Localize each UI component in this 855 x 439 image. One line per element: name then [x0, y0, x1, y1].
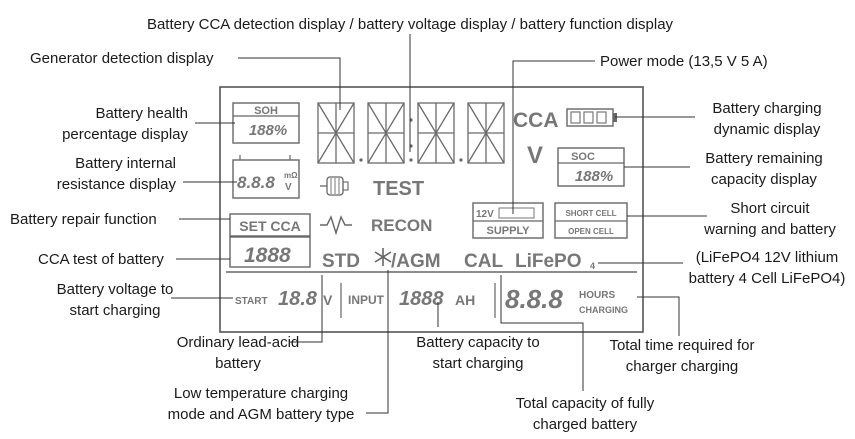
label-start-voltage-1: Battery voltage to [56, 281, 174, 298]
label-repair-function: Battery repair function [10, 211, 157, 228]
cca-digits [317, 102, 505, 164]
supply-12v: 12V [476, 209, 494, 220]
cca-unit: CCA [513, 109, 559, 132]
soc-label: SOC [571, 151, 595, 163]
soh-label: SOH [254, 105, 278, 117]
start-label: START [235, 296, 268, 307]
cca-value: 1888 [244, 244, 291, 267]
input-label: INPUT [348, 293, 385, 307]
label-start-voltage-2: start charging [69, 302, 161, 319]
label-cca-voltage-function: Battery CCA detection display / battery … [146, 16, 674, 33]
label-lead-acid-1: Ordinary lead-acid [176, 334, 300, 351]
start-unit: V [323, 292, 333, 308]
label-short-circuit-2: warning and battery [704, 221, 836, 238]
label-battery-health-2: percentage display [62, 126, 188, 143]
test-label: TEST [373, 178, 424, 200]
label-lifepo4-1: (LiFePO4 12V lithium [695, 249, 839, 266]
label-total-time-2: charger charging [625, 358, 739, 375]
resistance-value: 8.8.8 [237, 173, 275, 192]
generator-icon [320, 176, 349, 196]
label-internal-resistance-1: Battery internal [75, 155, 176, 172]
lifepo-sub: 4 [590, 261, 595, 271]
digit-3 [417, 102, 455, 164]
recon-label: RECON [371, 216, 432, 235]
label-total-time-1: Total time required for [609, 337, 755, 354]
resistance-box [232, 159, 300, 199]
lcd-panel [219, 86, 644, 333]
soc-value: 188% [575, 168, 613, 185]
leader-lines [171, 34, 707, 414]
start-value: 18.8 [278, 288, 318, 310]
label-internal-resistance-2: resistance display [56, 176, 176, 193]
digit-1 [317, 102, 355, 164]
input-value: 1888 [399, 288, 444, 310]
label-cca-test: CCA test of battery [38, 251, 164, 268]
label-capacity-start-2: start charging [432, 355, 524, 372]
soh-value: 188% [249, 122, 287, 139]
charging-label: CHARGING [579, 305, 628, 315]
hours-value: 8.8.8 [505, 284, 563, 314]
label-low-temp-1: Low temperature charging [173, 385, 349, 402]
label-remaining-capacity-2: capacity display [711, 171, 817, 188]
label-power-mode: Power mode (13,5 V 5 A) [600, 53, 768, 70]
digit-2 [367, 102, 405, 164]
label-total-capacity-1: Total capacity of fully [515, 395, 655, 412]
label-lifepo4-2: battery 4 Cell LiFePO4) [688, 270, 846, 287]
pulse-wave-icon [320, 215, 352, 236]
input-unit: AH [455, 292, 475, 308]
set-cca-label: SET CCA [239, 218, 300, 234]
cal-label: CAL [464, 251, 503, 272]
label-remaining-capacity-1: Battery remaining [705, 150, 823, 167]
supply-label: SUPPLY [486, 225, 530, 237]
label-total-capacity-2: charged battery [532, 416, 638, 433]
lifepo-label: LiFePO [515, 251, 582, 272]
std-label: STD [322, 251, 360, 272]
snowflake-icon [374, 248, 392, 266]
label-low-temp-2: mode and AGM battery type [167, 406, 355, 423]
label-charging-dynamic-2: dynamic display [713, 121, 821, 138]
digit-4 [467, 102, 505, 164]
volt-unit: V [527, 142, 543, 169]
resistance-v: V [285, 182, 292, 193]
open-cell-label: OPEN CELL [568, 227, 614, 236]
label-short-circuit-1: Short circuit [730, 200, 810, 217]
set-cca-box [229, 213, 311, 237]
resistance-unit: mΩ [284, 171, 298, 180]
agm-label: /AGM [391, 251, 441, 272]
label-charging-dynamic-1: Battery charging [712, 100, 822, 117]
label-generator-detection: Generator detection display [30, 50, 214, 67]
label-lead-acid-2: battery [215, 355, 261, 372]
short-cell-label: SHORT CELL [565, 209, 616, 218]
hours-label: HOURS [579, 290, 615, 301]
cca-value-box [229, 236, 311, 268]
label-battery-health-1: Battery health [95, 105, 188, 122]
label-capacity-start-1: Battery capacity to [416, 334, 540, 351]
